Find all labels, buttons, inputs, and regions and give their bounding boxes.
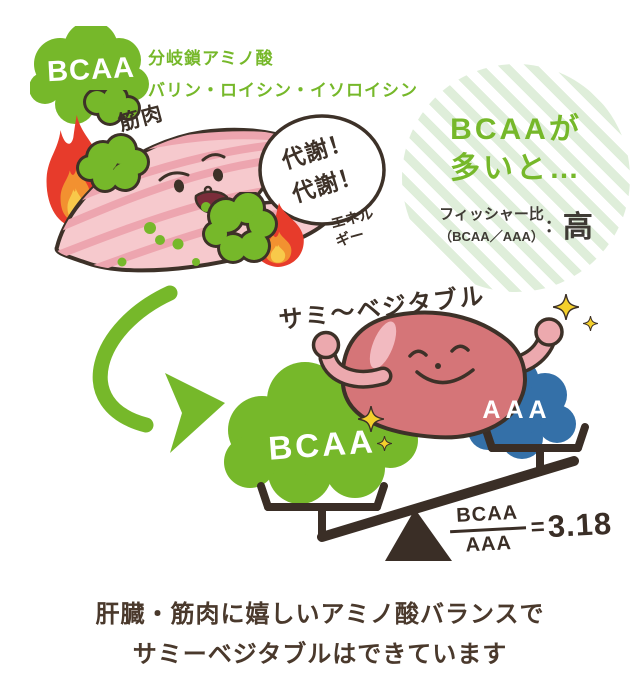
fischer-ratio-value: 高 [562, 211, 593, 244]
caption-line2: サミーベジタブルはできています [132, 641, 508, 668]
fraction-numerator: BCAA [448, 501, 526, 534]
fischer-ratio-colon: ： [544, 216, 562, 236]
muscle-face [158, 153, 226, 182]
fischer-ratio-row: フィッシャー比 （BCAA／AAA） ： 高 [439, 202, 593, 246]
ratio-formula: BCAA AAA = 3.18 [448, 497, 614, 558]
fischer-ratio-label: フィッシャー比 [439, 206, 544, 223]
broccoli-icon [83, 90, 141, 126]
equals-sign: = [530, 512, 546, 541]
bcaa-cloud [224, 362, 418, 504]
fischer-headline-line2: 多いと… [450, 152, 582, 185]
sparkle-icon [553, 294, 579, 320]
liver-left-arm [311, 330, 393, 389]
fischer-ratio-circle: BCAAが 多いと… フィッシャー比 （BCAA／AAA） ： 高 [402, 64, 630, 292]
speech-bubble [249, 114, 386, 226]
bcaa-badge-label: BCAA [46, 51, 136, 89]
sparkle-icon [358, 406, 384, 432]
caption-line1: 肝臓・筋肉に嬉しいアミノ酸バランスで [95, 601, 545, 628]
header-subtitle-line1: 分岐鎖アミノ酸 [148, 49, 274, 68]
pea-dots [117, 222, 200, 267]
sparkle-icon [377, 436, 392, 451]
liver-face [408, 344, 475, 385]
fischer-ratio-sub: （BCAA／AAA） [439, 229, 544, 244]
sparkle-icon [583, 316, 598, 331]
curved-arrow-icon [92, 285, 225, 453]
broccoli-icon [202, 192, 278, 264]
aaa-cloud-label: AAA [482, 396, 552, 424]
header-subtitle-line2: バリン・ロイシン・イソロイシン [148, 81, 418, 100]
broccoli-icon [76, 133, 150, 193]
fraction-denominator: AAA [464, 532, 513, 557]
liver-illustration [311, 310, 564, 440]
scale-fulcrum [385, 509, 452, 561]
bcaa-cloud-label: BCAA [267, 422, 377, 467]
fischer-headline-line1: BCAAが [450, 113, 582, 146]
ratio-value: 3.18 [546, 505, 613, 544]
ratio-fraction: BCAA AAA [448, 501, 527, 558]
